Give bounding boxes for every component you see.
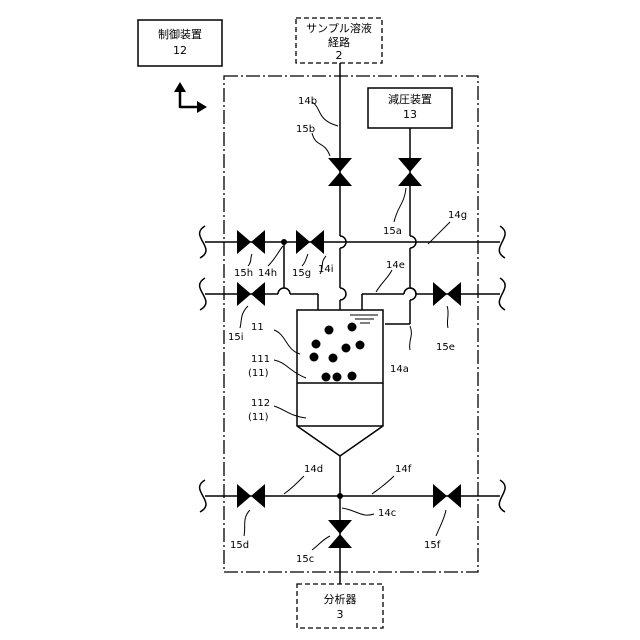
analyzer-number: 3 [337,608,344,621]
particles [310,323,365,382]
label-111: 111 [251,354,270,365]
valve-15b [328,158,352,186]
valve-15a [398,158,422,186]
decompressor-label: 減圧装置 [388,92,432,106]
valve-15h [237,230,265,254]
valve-15e [433,282,461,306]
controller-number: 12 [173,44,187,57]
sample-path-number: 2 [336,49,343,62]
valve-15g [296,230,324,254]
valve-15d [237,484,265,508]
tank-11 [297,310,383,456]
label-14g: 14g [448,210,467,221]
label-14d: 14d [304,464,323,475]
decompressor-box: 減圧装置 13 [368,88,452,128]
valve-15i [237,282,265,306]
sample-path-box: サンプル溶液 経路 2 [296,18,382,63]
sample-path-label-2: 経路 [328,36,350,49]
label-15d: 15d [230,540,249,551]
pipe-14b [340,63,346,310]
label-15b: 15b [296,124,315,135]
valve-15f [433,484,461,508]
label-15i: 15i [228,332,244,343]
label-11: 11 [251,322,264,333]
corner-arrow-icon [174,82,207,113]
controller-box: 制御装置 12 [138,20,222,66]
label-14a: 14a [390,364,409,375]
label-15e: 15e [436,342,455,353]
leader-lines [240,102,450,550]
label-15c: 15c [296,554,314,565]
sample-path-label-1: サンプル溶液 [306,21,372,35]
label-15a: 15a [383,226,402,237]
pipe-14h [281,239,287,288]
decompressor-number: 13 [403,108,417,121]
label-14e: 14e [386,260,405,271]
label-112-sub: (11) [248,412,269,423]
label-112: 112 [251,398,270,409]
label-14c: 14c [378,508,396,519]
analyzer-label: 分析器 [324,592,357,606]
label-15f: 15f [424,540,441,551]
label-15g: 15g [292,268,311,279]
analyzer-box: 分析器 3 [297,584,383,628]
label-15h: 15h [234,268,253,279]
valve-15c [328,520,352,548]
label-14i: 14i [318,264,334,275]
controller-label: 制御装置 [158,27,202,41]
label-14h: 14h [258,268,277,279]
label-111-sub: (11) [248,368,269,379]
label-14b: 14b [298,96,317,107]
label-14f: 14f [395,464,412,475]
